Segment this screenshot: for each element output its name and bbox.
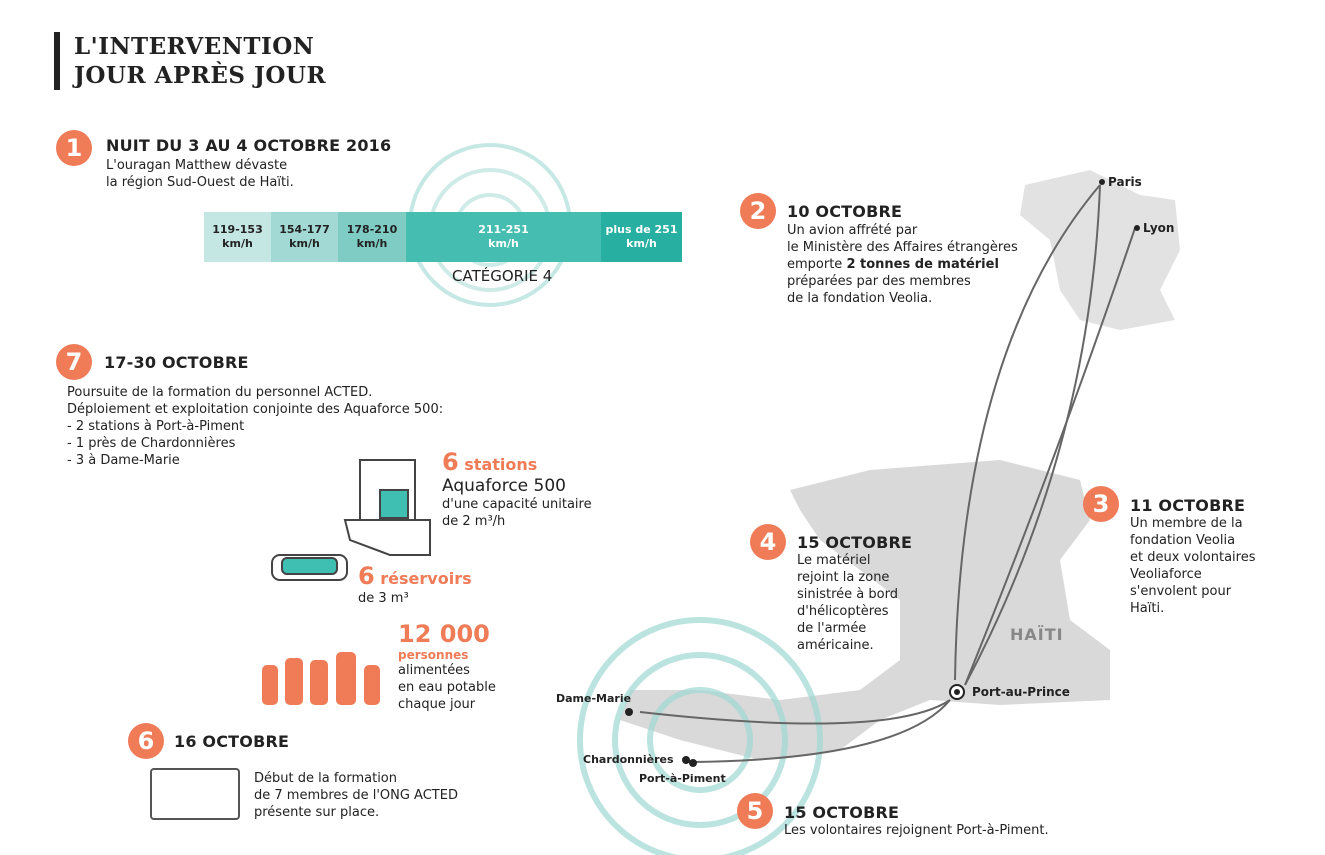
label-haiti: HAÏTI xyxy=(1010,625,1064,644)
step-6-number: 6 xyxy=(128,723,164,759)
training-icon xyxy=(150,768,240,820)
label-dame-marie: Dame-Marie xyxy=(556,692,632,705)
step-2-heading: 10 OCTOBRE xyxy=(787,202,903,221)
step-1-number: 1 xyxy=(56,130,92,166)
step-5-heading: 15 OCTOBRE xyxy=(784,803,900,822)
step-3-number: 3 xyxy=(1083,486,1119,522)
step-4-heading: 15 OCTOBRE xyxy=(797,533,913,552)
step-7-number: 7 xyxy=(56,344,92,380)
step-1-heading: NUIT DU 3 AU 4 OCTOBRE 2016 xyxy=(106,136,392,155)
people-icons xyxy=(262,652,380,705)
step-4-number: 4 xyxy=(750,524,786,560)
label-port-au-prince: Port-au-Prince xyxy=(972,685,1070,699)
stat-stations: 6 stations Aquaforce 500 d'une capacité … xyxy=(442,448,592,529)
label-paris: Paris xyxy=(1108,175,1142,189)
step-5-text: Les volontaires rejoignent Port-à-Piment… xyxy=(784,823,1049,838)
haiti-map xyxy=(620,460,1110,760)
title-line-2: JOUR APRÈS JOUR xyxy=(74,62,327,89)
step-7-heading: 17-30 OCTOBRE xyxy=(104,353,249,372)
category-label: CATÉGORIE 4 xyxy=(452,267,553,285)
step-3-heading: 11 OCTOBRE xyxy=(1130,496,1246,515)
title-line-1: L'INTERVENTION xyxy=(74,33,315,60)
step-5-number: 5 xyxy=(737,793,773,829)
aquaforce-station-illustration xyxy=(271,459,431,581)
step-2-number: 2 xyxy=(740,193,776,229)
hurricane-swirl-bottom xyxy=(577,617,823,855)
label-lyon: Lyon xyxy=(1143,221,1175,235)
label-chardonnieres: Chardonnières xyxy=(583,753,674,766)
step-6-heading: 16 OCTOBRE xyxy=(174,732,290,751)
route-arrows xyxy=(639,184,1136,763)
label-port-a-piment: Port-à-Piment xyxy=(639,772,726,785)
france-map xyxy=(1020,170,1180,330)
stat-reservoirs: 6 réservoirs de 3 m³ xyxy=(358,562,472,606)
step-7-text: Poursuite de la formation du personnel A… xyxy=(67,385,444,468)
